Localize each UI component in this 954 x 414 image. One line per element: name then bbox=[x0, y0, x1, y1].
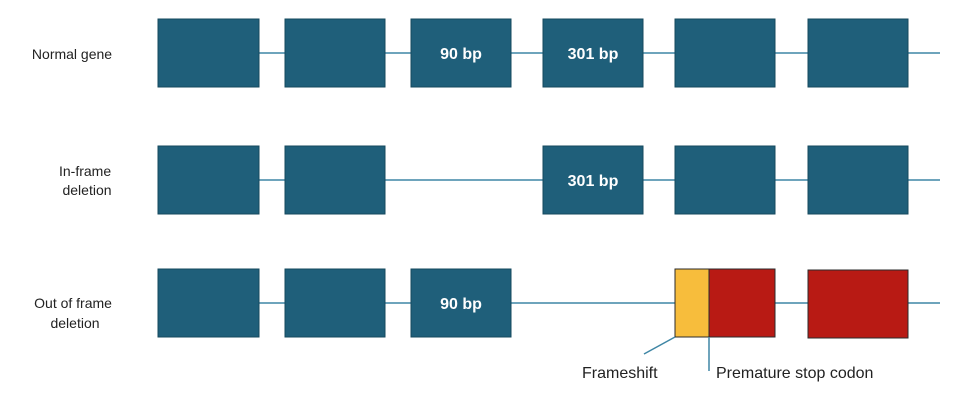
row-label-line: Normal gene bbox=[32, 46, 112, 62]
exon-4 bbox=[542, 18, 644, 88]
frameshift-segment bbox=[674, 268, 710, 338]
row-label-out-of-frame-deletion: Out of frame deletion bbox=[34, 295, 116, 331]
row-label-normal-gene: Normal gene bbox=[32, 46, 112, 62]
row-out-of-frame-deletion: Out of frame deletion 90 bp bbox=[34, 268, 940, 339]
row-in-frame-deletion: In-frame deletion 301 bp bbox=[59, 145, 940, 215]
exon-3 bbox=[410, 268, 512, 338]
exon-2 bbox=[284, 145, 386, 215]
exon-2 bbox=[284, 268, 386, 338]
exon-1 bbox=[157, 18, 260, 88]
exon-5 bbox=[674, 145, 776, 215]
exon-1 bbox=[157, 145, 260, 215]
exon-6 bbox=[807, 18, 909, 88]
exon-1 bbox=[157, 268, 260, 338]
annotations: Frameshift Premature stop codon bbox=[582, 336, 873, 382]
stop-codon-segment bbox=[708, 268, 776, 338]
row-normal-gene: Normal gene 90 bp 301 bp bbox=[32, 18, 940, 88]
row-label-line: deletion bbox=[62, 182, 111, 198]
exon-2 bbox=[284, 18, 386, 88]
exon-3 bbox=[410, 18, 512, 88]
exon-3-label: 90 bp bbox=[440, 296, 482, 313]
premature-stop-codon-label: Premature stop codon bbox=[716, 365, 873, 382]
frameshift-label: Frameshift bbox=[582, 365, 658, 382]
exon-6 bbox=[807, 145, 909, 215]
row-label-line: Out of frame bbox=[34, 295, 112, 311]
exon-3-label: 90 bp bbox=[440, 46, 482, 63]
exon-4 bbox=[542, 145, 644, 215]
row-label-line: In-frame bbox=[59, 163, 111, 179]
stop-codon-exon bbox=[807, 269, 909, 339]
row-label-line: deletion bbox=[50, 315, 99, 331]
exon-4-label: 301 bp bbox=[568, 173, 619, 190]
exon-4-label: 301 bp bbox=[568, 46, 619, 63]
exon-5 bbox=[674, 18, 776, 88]
row-label-in-frame-deletion: In-frame deletion bbox=[59, 163, 115, 198]
frameshift-leader-line bbox=[643, 336, 676, 355]
